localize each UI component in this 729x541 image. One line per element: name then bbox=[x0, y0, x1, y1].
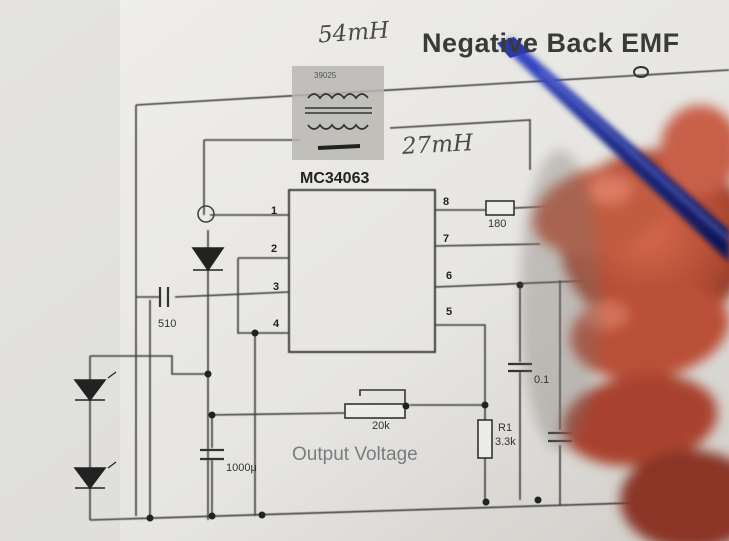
r1-name-label: R1 bbox=[498, 422, 513, 434]
handwritten-primary-inductance: 54mH bbox=[317, 17, 390, 49]
transformer-label: 39025 bbox=[314, 71, 337, 80]
pen bbox=[497, 37, 729, 262]
pin-7-label: 7 bbox=[443, 233, 450, 245]
pin-3-label: 3 bbox=[273, 281, 280, 293]
pin-5-label: 5 bbox=[446, 306, 453, 318]
pin-4-label: 4 bbox=[273, 318, 280, 330]
pin-1-label: 1 bbox=[271, 205, 278, 217]
capacitor-0-1-label: 0.1 bbox=[534, 374, 550, 386]
resistor-180-label: 180 bbox=[488, 218, 507, 230]
diagram-title: Negative Back EMF bbox=[422, 28, 680, 58]
diode-symbol bbox=[191, 247, 225, 272]
pot-20k-label: 20k bbox=[372, 420, 390, 432]
pin-2-label: 2 bbox=[271, 243, 278, 255]
capacitor-510-label: 510 bbox=[158, 318, 177, 330]
resistor-symbols bbox=[344, 200, 515, 459]
handwritten-secondary-inductance: 27mH bbox=[401, 130, 474, 160]
led-symbols bbox=[73, 371, 117, 490]
pin-6-label: 6 bbox=[446, 270, 453, 282]
ic-label: MC34063 bbox=[300, 170, 370, 187]
junction-dots bbox=[146, 281, 542, 522]
r1-value-label: 3.3k bbox=[495, 436, 516, 448]
transformer-box bbox=[292, 66, 384, 160]
output-voltage-label: Output Voltage bbox=[292, 444, 418, 465]
capacitor-1000u-label: 1000μ bbox=[226, 462, 257, 474]
pin-8-label: 8 bbox=[443, 196, 450, 208]
